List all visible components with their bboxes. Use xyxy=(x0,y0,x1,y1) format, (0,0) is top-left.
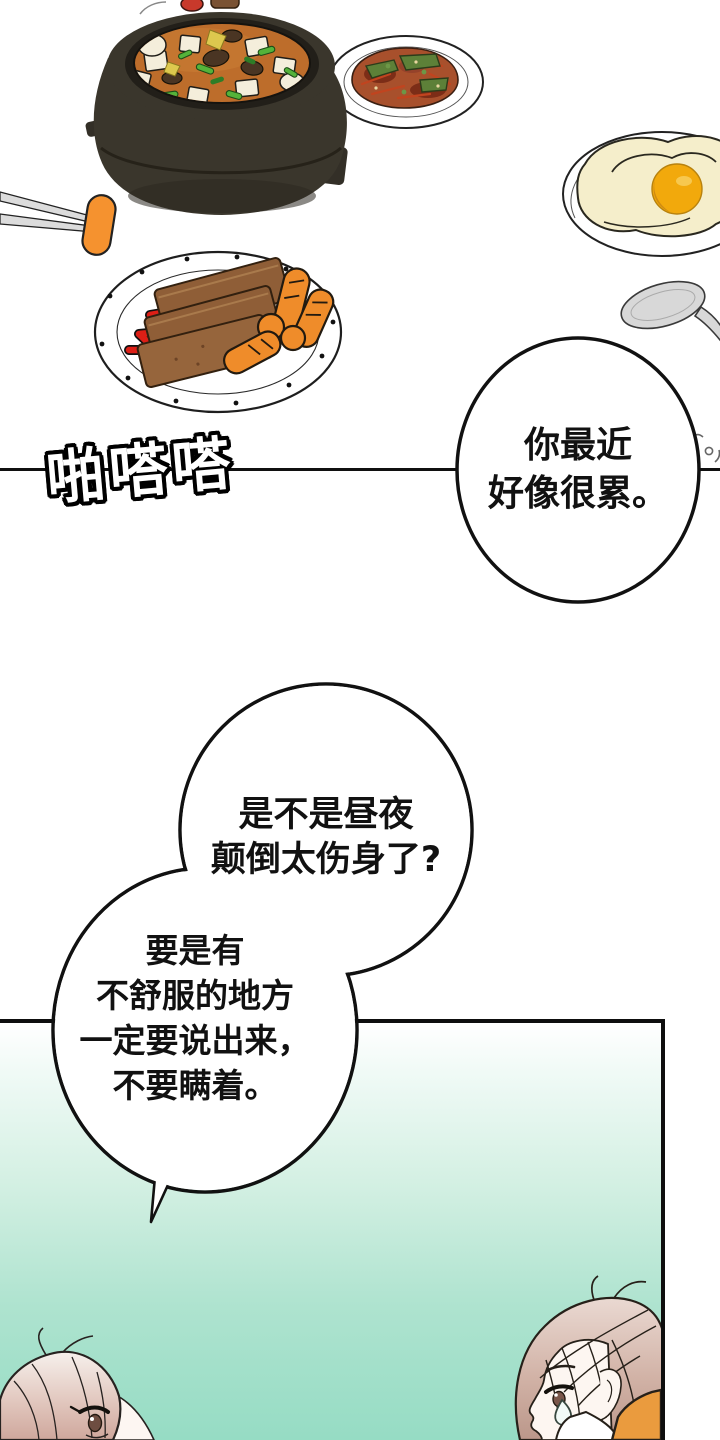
cocktail-sausages xyxy=(223,267,335,375)
plate-dots xyxy=(99,254,336,406)
bubble2-line2: 颠倒太伤身了? xyxy=(210,840,442,880)
right-character-ear xyxy=(599,1368,622,1421)
bubble1-line2: 好像很累。 xyxy=(487,473,668,514)
spam-slices xyxy=(136,257,291,389)
bubble2-line1: 是不是昼夜 xyxy=(238,794,414,835)
speech-bubble-2-text: 是不是昼夜 颠倒太伤身了? xyxy=(186,792,466,884)
orange-garment xyxy=(610,1388,661,1440)
speech-bubble-2-3 xyxy=(51,682,474,1224)
speech-bubble-1-text: 你最近 好像很累。 xyxy=(448,400,708,540)
left-character-eye xyxy=(69,1405,110,1439)
stone-pot xyxy=(85,12,348,215)
kimchi-plate xyxy=(328,35,484,129)
food-illustration xyxy=(0,0,720,414)
shirt-collar xyxy=(554,1410,618,1440)
chopsticks-with-sausage xyxy=(0,191,117,256)
spam-plate xyxy=(93,250,343,414)
bubble1-line1: 你最近 xyxy=(523,425,632,467)
speech-bubble-3-text: 要是有 不舒服的地方 一定要说出来， 不要瞒着。 xyxy=(55,926,335,1110)
held-sausage xyxy=(81,194,117,256)
left-character xyxy=(0,1327,155,1440)
bubble3-line1: 要是有 xyxy=(145,930,245,970)
right-character-eyebrow xyxy=(546,1364,576,1372)
panel-divider-line xyxy=(0,468,720,471)
sfx-text: 啪嗒嗒 xyxy=(43,428,239,514)
speech-bubble-1 xyxy=(455,336,701,604)
items-behind-pot xyxy=(139,0,240,15)
right-character xyxy=(514,1275,661,1440)
bubble3-line4: 不要瞒着。 xyxy=(112,1066,278,1106)
bubble3-line2: 不舒服的地方 xyxy=(96,975,294,1015)
characters xyxy=(0,1275,661,1440)
spoon xyxy=(620,280,720,342)
fried-egg-plate xyxy=(562,131,720,257)
bubble3-line3: 一定要说出来， xyxy=(79,1021,311,1060)
